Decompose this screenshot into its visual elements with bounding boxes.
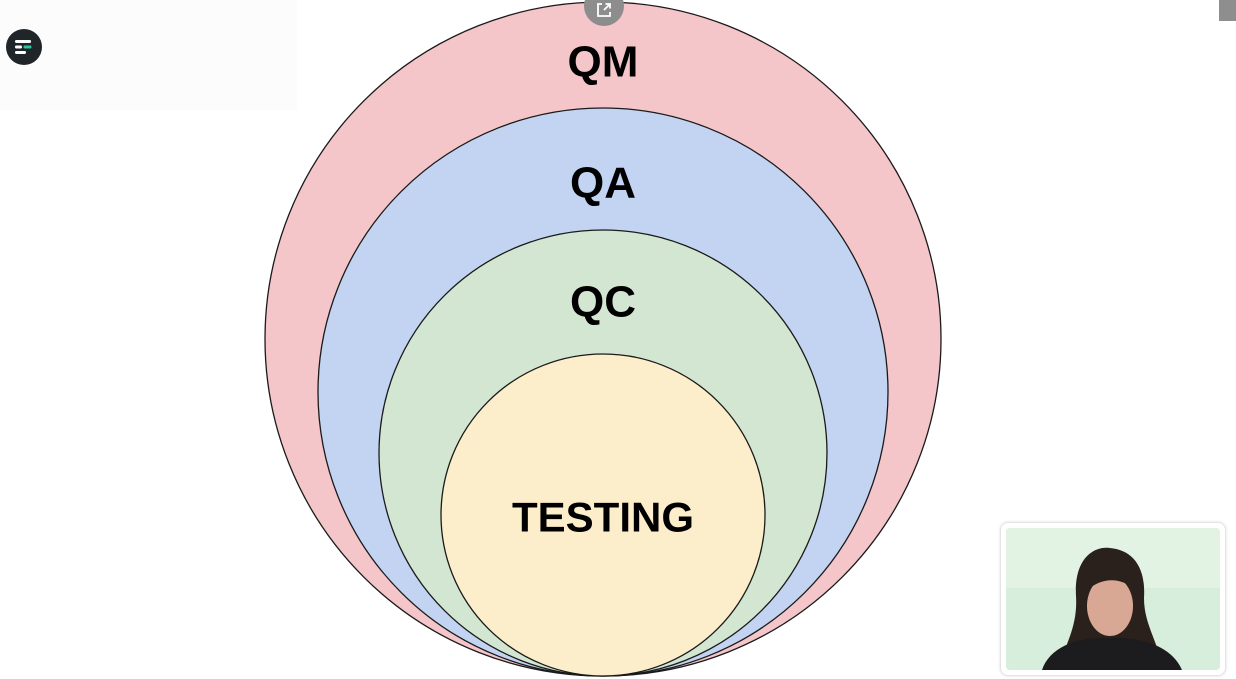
app-logo-button[interactable] <box>6 29 42 65</box>
external-link-icon <box>597 3 611 17</box>
ring-testing <box>440 353 766 677</box>
label-qm: QM <box>568 38 639 87</box>
presenter-silhouette <box>1006 528 1220 670</box>
webcam-overlay[interactable] <box>1000 522 1226 676</box>
label-qa: QA <box>570 159 636 208</box>
top-left-panel <box>0 0 297 110</box>
scrollbar-thumb[interactable] <box>1219 0 1236 21</box>
webcam-video <box>1006 528 1220 670</box>
label-qc: QC <box>570 278 636 327</box>
stacked-bars-logo-icon <box>15 40 32 54</box>
label-testing: TESTING <box>512 494 694 541</box>
